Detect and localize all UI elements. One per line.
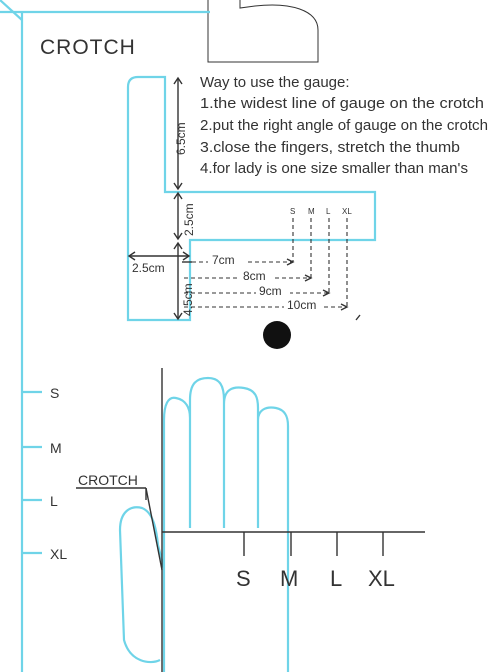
- left-scale-label-s: S: [50, 385, 59, 401]
- hand-crotch-label: CROTCH: [78, 472, 138, 488]
- gauge-outline: [126, 75, 377, 322]
- thumb-outline: [118, 506, 166, 664]
- instruction-step-4: 4.for lady is one size smaller than man'…: [200, 160, 468, 177]
- hand-size-l: L: [330, 566, 342, 591]
- length-7cm: 7cm: [212, 253, 235, 267]
- left-scale-label-xl: XL: [50, 546, 67, 562]
- instruction-step-1: 1.the widest line of gauge on the crotch: [200, 95, 484, 112]
- dim-bottom-height: 4.5cm: [181, 283, 195, 316]
- gauge-tick-s: S: [290, 207, 295, 216]
- left-scale-label-m: M: [50, 440, 62, 456]
- length-10cm: 10cm: [287, 298, 316, 312]
- hand-size-xl: XL: [368, 566, 395, 591]
- hand-size-m: M: [280, 566, 298, 591]
- black-dot-marker: [263, 321, 291, 349]
- dim-top-height: 6.5cm: [174, 122, 188, 155]
- hand-size-s: S: [236, 566, 251, 591]
- length-9cm: 9cm: [259, 284, 282, 298]
- instruction-step-2: 2.put the right angle of gauge on the cr…: [200, 117, 488, 134]
- length-8cm: 8cm: [243, 269, 266, 283]
- hand-outline: [162, 376, 290, 672]
- dim-notch-height: 2.5cm: [182, 203, 196, 236]
- instruction-step-3: 3.close the fingers, stretch the thumb: [200, 139, 460, 156]
- page-title: CROTCH: [40, 36, 136, 59]
- gauge-tick-xl: XL: [342, 207, 352, 216]
- instructions-heading: Way to use the gauge:: [200, 74, 350, 91]
- gauge-tick-m: M: [308, 207, 315, 216]
- gauge-tick-l: L: [326, 207, 331, 216]
- left-scale-label-l: L: [50, 493, 58, 509]
- left-cyan-corner: [0, 0, 23, 21]
- top-cutout-shape: [207, 0, 319, 63]
- dim-left-width: 2.5cm: [132, 261, 165, 275]
